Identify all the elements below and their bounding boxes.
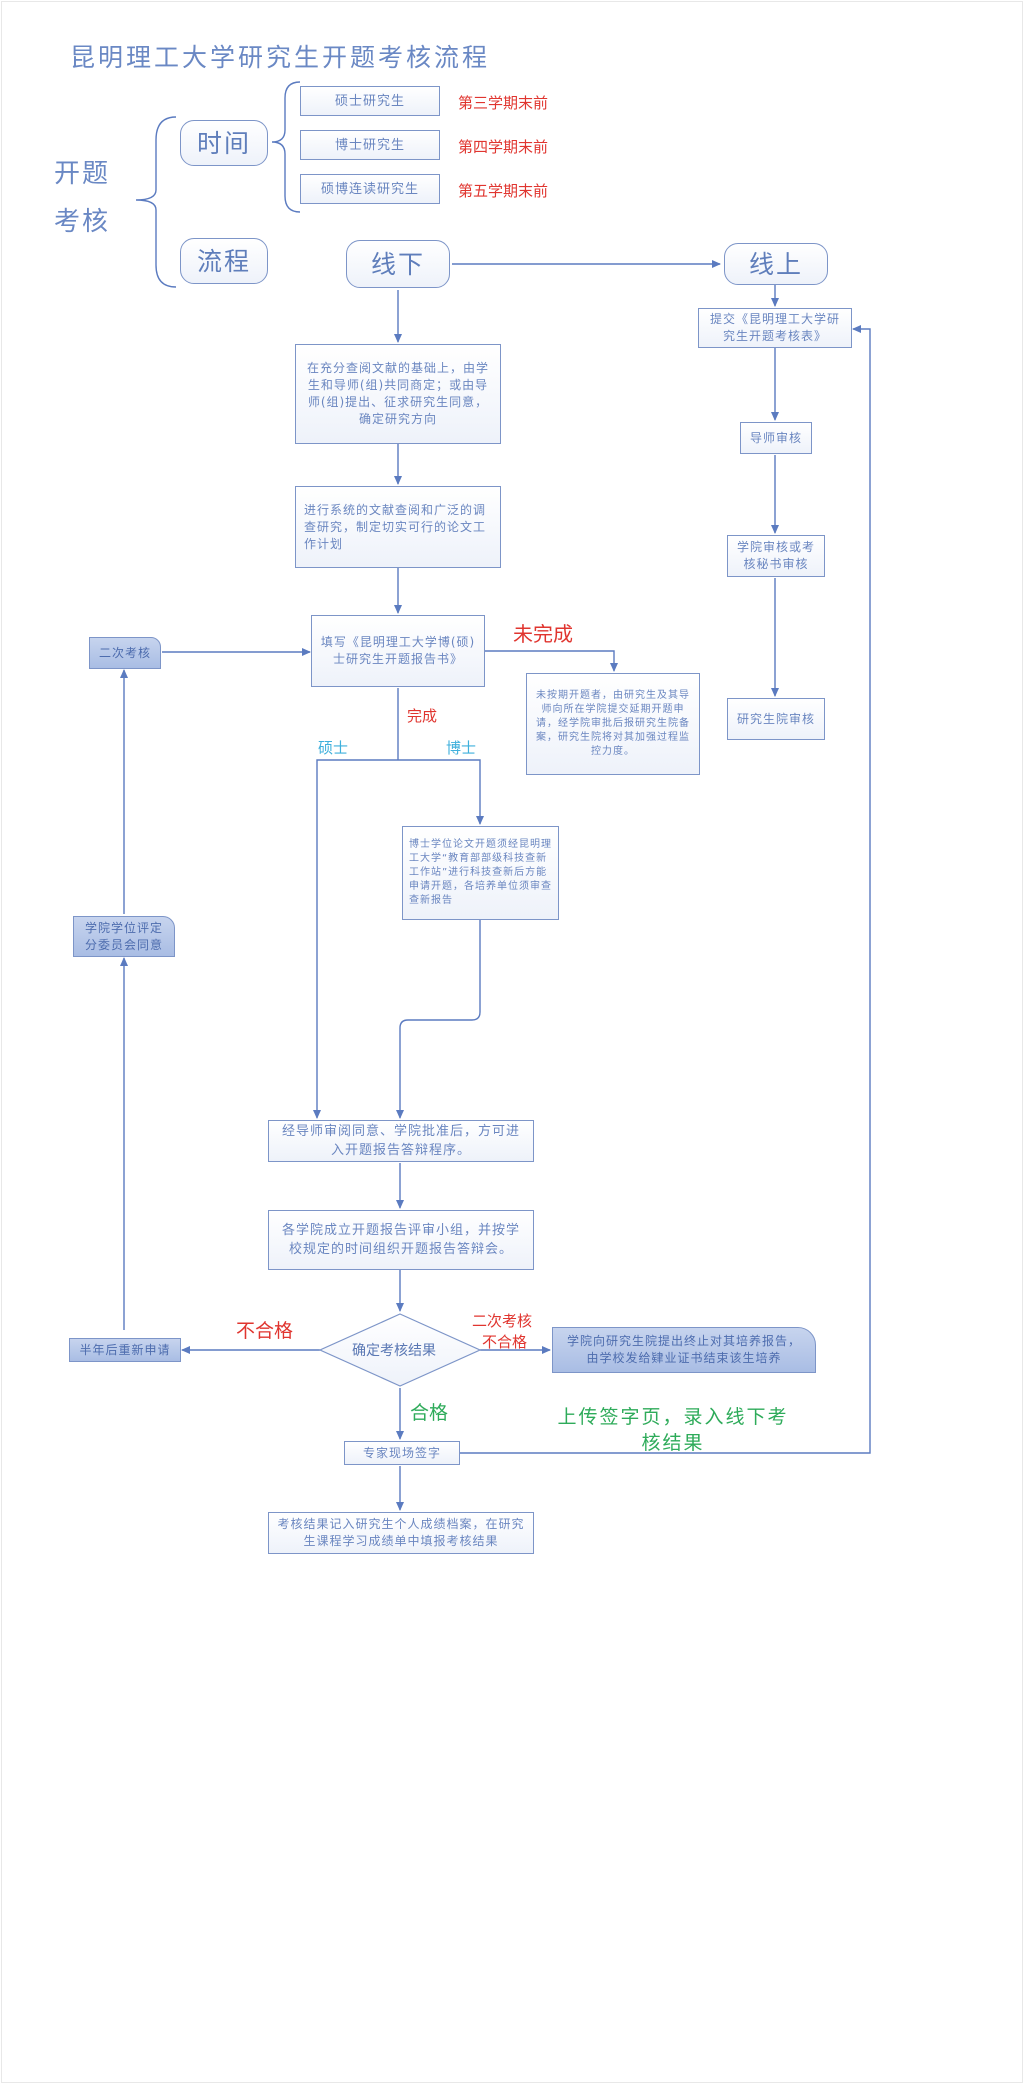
deadline-master: 第三学期末前 bbox=[458, 94, 549, 112]
time-node: 时间 bbox=[180, 120, 268, 166]
step-incomplete-note: 未按期开题者，由研究生及其导师向所在学院提交延期开题申请，经学院审批后报研究生院… bbox=[526, 673, 700, 775]
online-graduate-school-review: 研究生院审核 bbox=[727, 698, 825, 740]
online-submit: 提交《昆明理工大学研究生开题考核表》 bbox=[698, 308, 852, 348]
process-node: 流程 bbox=[180, 238, 268, 284]
label-upload: 上传签字页，录入线下考核结果 bbox=[557, 1406, 789, 1454]
deadline-doctor: 第四学期末前 bbox=[458, 138, 549, 156]
brace-time bbox=[271, 81, 301, 213]
label-doctor: 博士 bbox=[446, 739, 477, 757]
label-second-fail-2: 不合格 bbox=[482, 1333, 528, 1351]
label-fail: 不合格 bbox=[236, 1320, 294, 1342]
step-approve: 经导师审阅同意、学院批准后，方可进入开题报告答辩程序。 bbox=[268, 1120, 534, 1162]
time-row-combined: 硕博连读研究生 bbox=[300, 174, 440, 204]
deadline-combined: 第五学期末前 bbox=[458, 182, 549, 200]
online-node: 线上 bbox=[724, 243, 828, 285]
step-record: 考核结果记入研究生个人成绩档案，在研究生课程学习成绩单中填报考核结果 bbox=[268, 1512, 534, 1554]
step-committee: 学院学位评定分委员会同意 bbox=[73, 916, 175, 957]
left-title: 开题考核 bbox=[53, 159, 110, 237]
time-row-doctor: 博士研究生 bbox=[300, 130, 440, 160]
step-topic: 在充分查阅文献的基础上，由学生和导师(组)共同商定；或由导师(组)提出、征求研究… bbox=[295, 344, 501, 444]
online-advisor-review: 导师审核 bbox=[740, 422, 812, 454]
offline-node: 线下 bbox=[346, 240, 450, 288]
step-second-review: 二次考核 bbox=[89, 637, 161, 669]
label-incomplete: 未完成 bbox=[513, 622, 573, 646]
step-defense: 各学院成立开题报告评审小组，并按学校规定的时间组织开题报告答辩会。 bbox=[268, 1210, 534, 1270]
label-pass: 合格 bbox=[410, 1402, 449, 1424]
decision-diamond bbox=[318, 1313, 482, 1387]
label-master: 硕士 bbox=[318, 739, 349, 757]
step-phd-check: 博士学位论文开题须经昆明理工大学“教育部部级科技查新工作站”进行科技查新后方能申… bbox=[402, 826, 559, 920]
time-row-master: 硕士研究生 bbox=[300, 86, 440, 116]
label-second-fail-1: 二次考核 bbox=[472, 1312, 533, 1330]
step-terminate: 学院向研究生院提出终止对其培养报告，由学校发给肄业证书结束该生培养 bbox=[552, 1327, 816, 1373]
step-sign: 专家现场签字 bbox=[344, 1441, 460, 1465]
step-report: 填写《昆明理工大学博(硕)士研究生开题报告书》 bbox=[311, 615, 485, 687]
step-plan: 进行系统的文献查阅和广泛的调查研究，制定切实可行的论文工作计划 bbox=[295, 486, 501, 568]
label-complete: 完成 bbox=[407, 707, 438, 725]
online-college-review: 学院审核或考核秘书审核 bbox=[727, 535, 825, 577]
page-title: 昆明理工大学研究生开题考核流程 bbox=[70, 43, 491, 72]
brace-main bbox=[135, 116, 177, 288]
step-decision: 确定考核结果 bbox=[352, 1343, 436, 1359]
step-reapply: 半年后重新申请 bbox=[69, 1338, 181, 1362]
